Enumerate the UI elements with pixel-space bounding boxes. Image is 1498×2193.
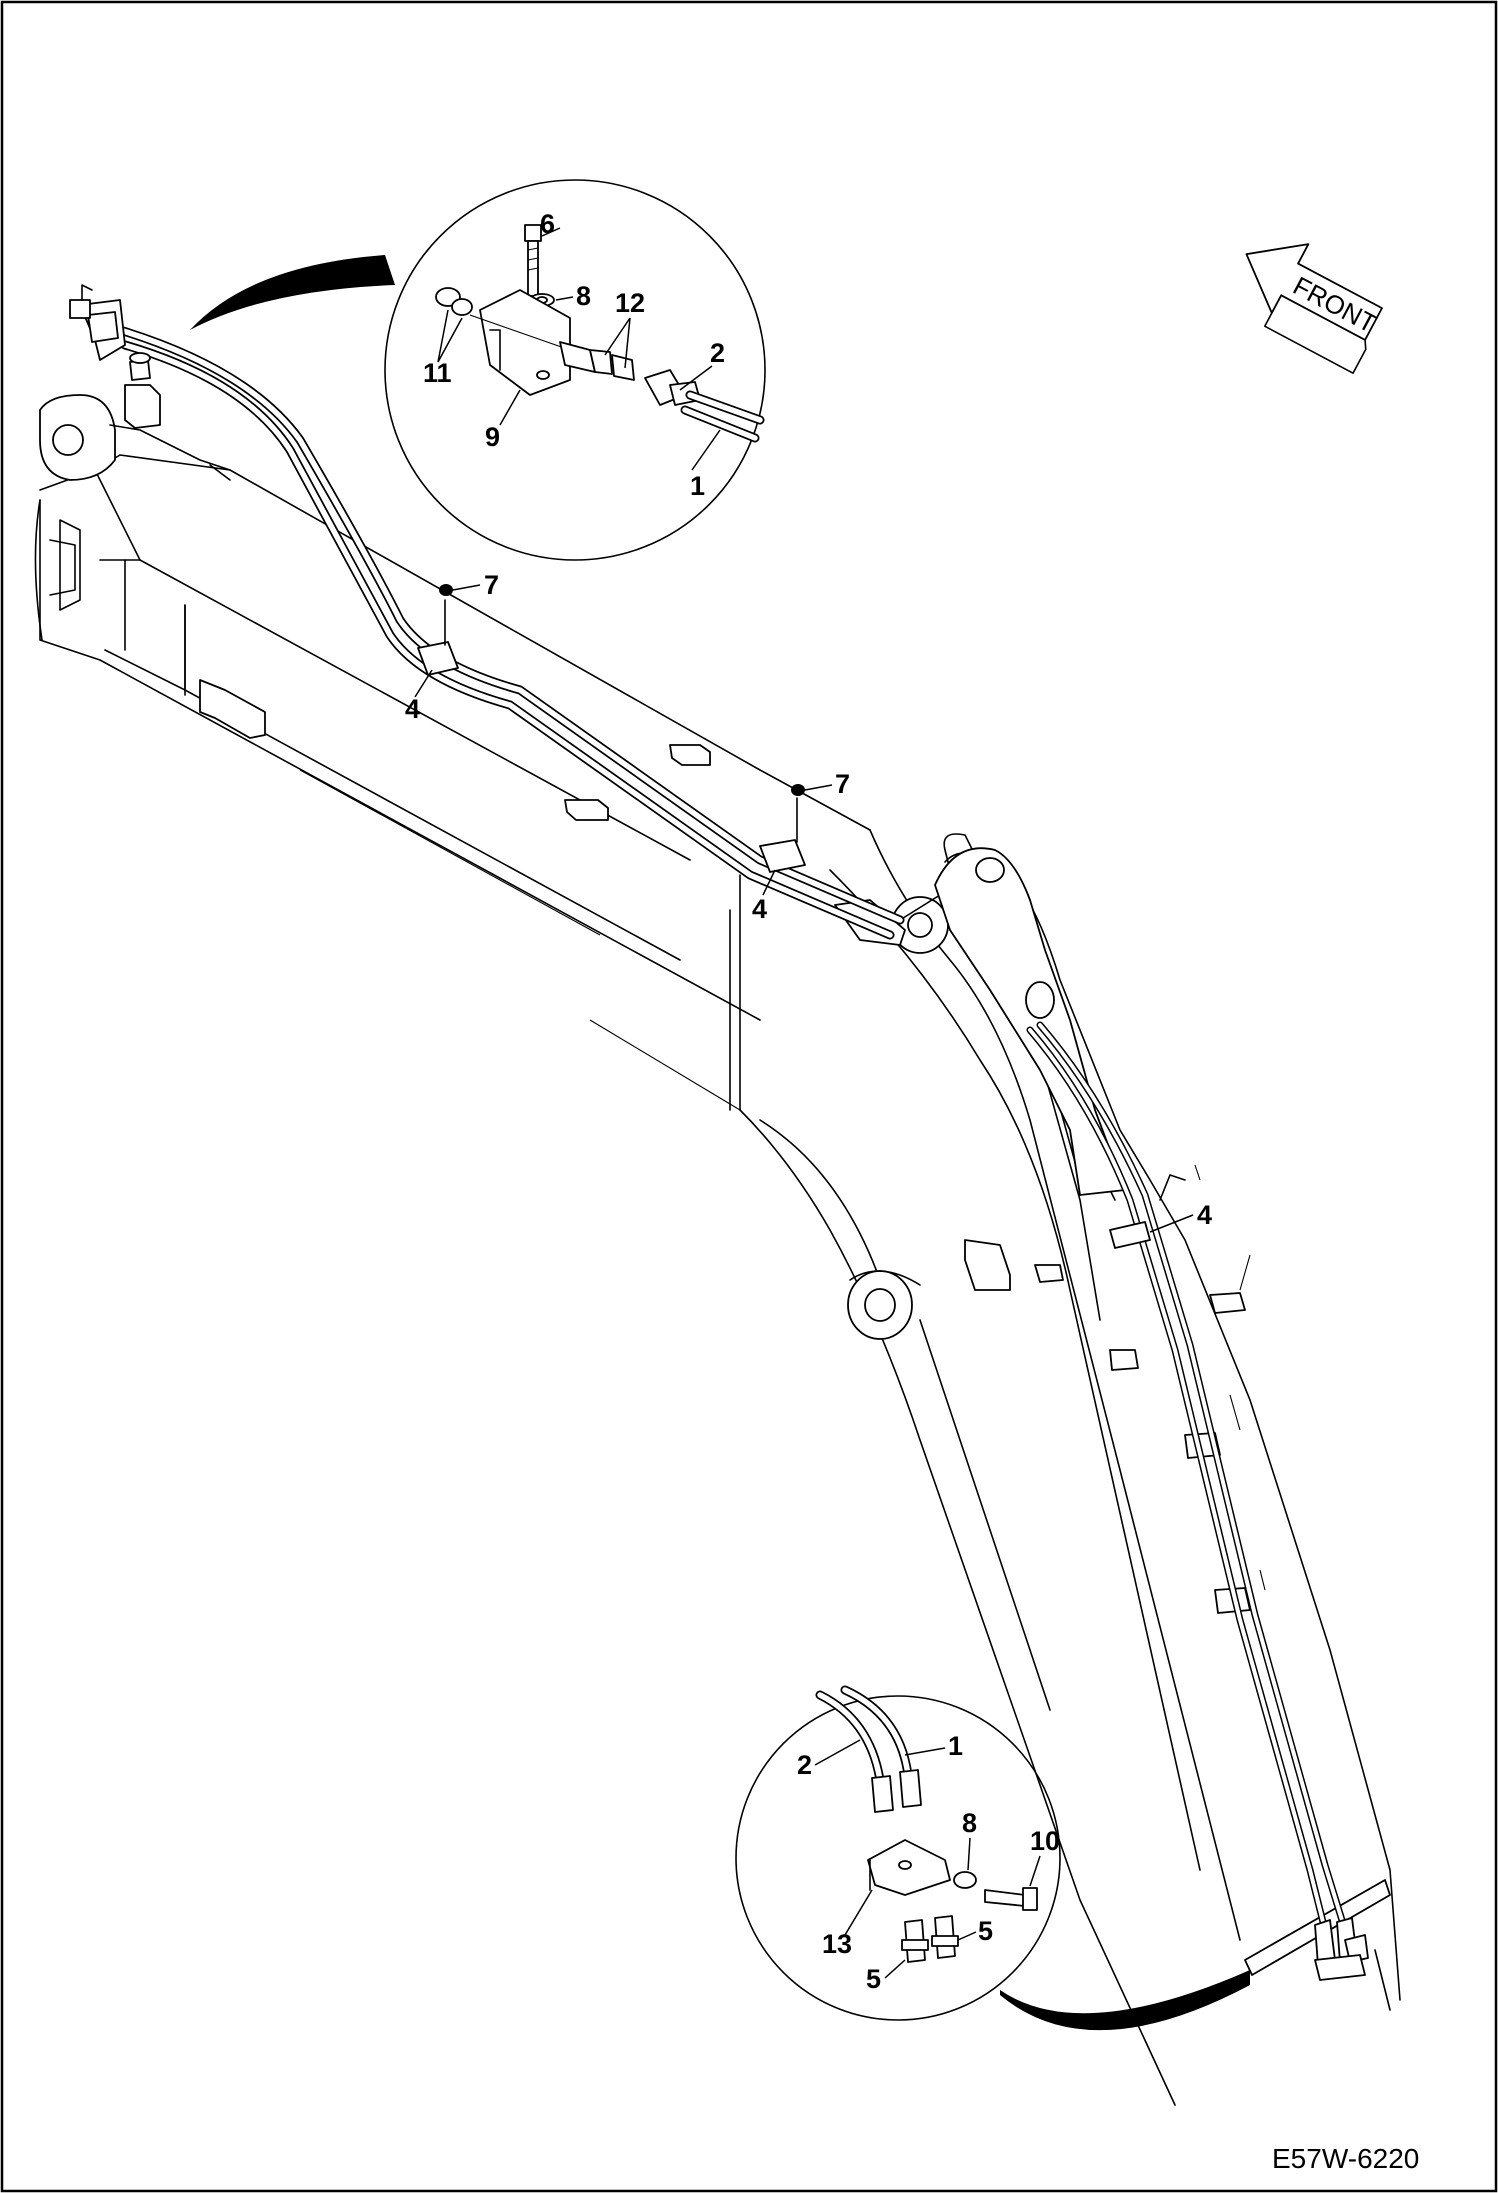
callout-10: 10 [1030,1826,1060,1856]
front-direction-arrow: FRONT [1245,243,1383,374]
callout-5-b: 5 [866,1964,881,1994]
hose-clamp-c [1109,1221,1151,1249]
callout-labels: 6 8 12 11 9 2 1 7 4 7 4 4 2 1 8 10 13 [405,209,1212,1994]
callout-13: 13 [822,1929,852,1959]
callout-1-bot: 1 [948,1731,963,1761]
callout-2-bot: 2 [797,1750,812,1780]
callout-5-a: 5 [978,1916,993,1946]
boom-arm [34,384,1401,2106]
callout-6: 6 [540,209,555,239]
detail-circle-top [190,179,766,561]
callout-8-bot: 8 [962,1808,977,1838]
drawing-code: E57W-6220 [1272,2143,1419,2174]
callout-8-top: 8 [576,281,591,311]
hose-clamp-a [417,584,459,676]
callout-4-b: 4 [752,894,767,924]
callout-4-c: 4 [1197,1200,1212,1230]
detail-circle-bottom [735,1685,1250,2031]
callout-1-top: 1 [690,471,705,501]
callout-12: 12 [615,288,645,318]
callout-4-a: 4 [405,694,420,724]
callout-7-a: 7 [484,570,499,600]
callout-2-top: 2 [710,338,725,368]
callout-7-b: 7 [835,769,850,799]
hose-clamp-b [759,784,806,873]
callout-9: 9 [485,422,500,452]
callout-11: 11 [423,358,452,388]
